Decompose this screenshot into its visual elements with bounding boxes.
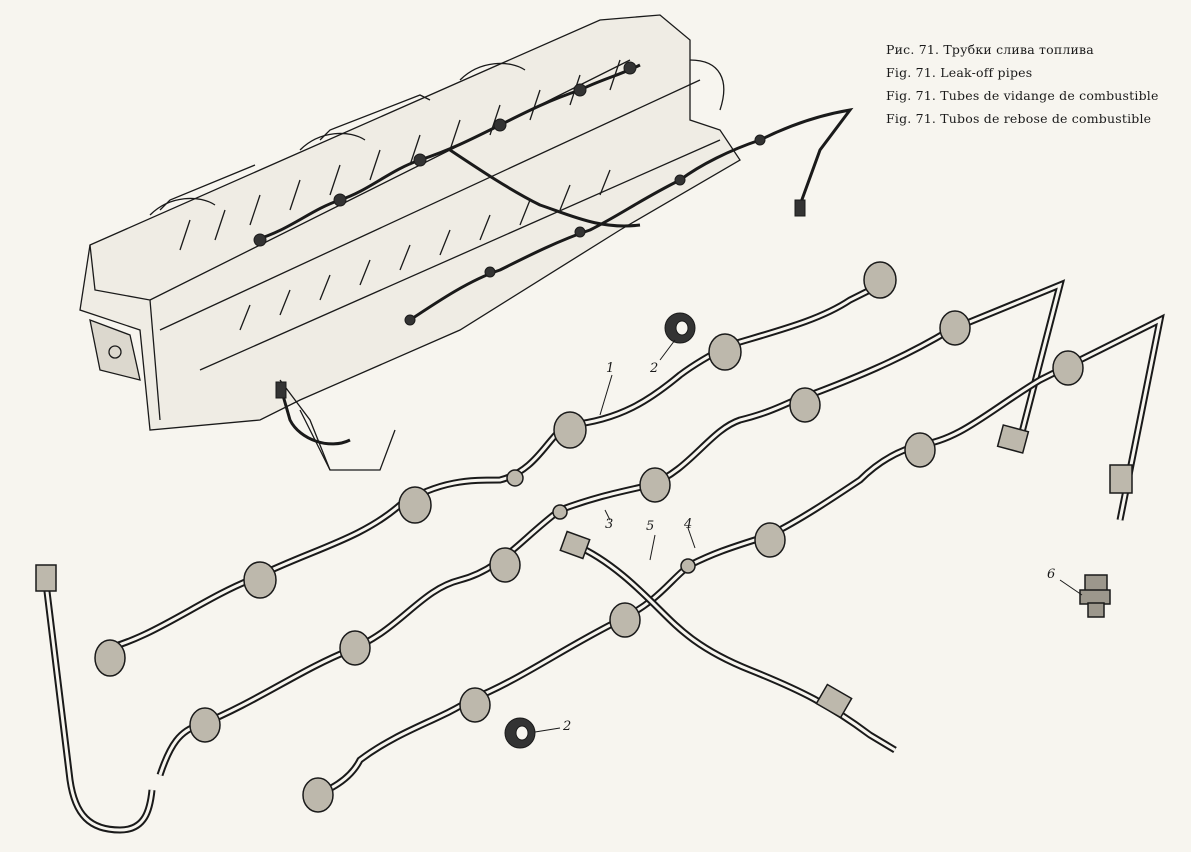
pipe-4 — [302, 313, 1165, 813]
callout-4: 4 — [683, 517, 692, 532]
pipe-3 — [156, 279, 1066, 777]
callout-5: 5 — [646, 519, 654, 534]
caption-es: Fig. 71. Tubos de rebose de combustible — [886, 111, 1152, 126]
installed-fittings — [253, 61, 806, 399]
engine-block — [79, 14, 741, 471]
callout-1: 1 — [606, 361, 614, 376]
pipe-5 — [559, 530, 897, 754]
caption-en: Fig. 71. Leak-off pipes — [886, 65, 1033, 80]
drain-pipe — [35, 564, 156, 834]
caption-fr: Fig. 71. Tubes de vidange de combustible — [886, 88, 1159, 103]
callout-3: 3 — [605, 517, 613, 532]
union-fitting — [1079, 574, 1111, 618]
leader-lines — [534, 339, 1083, 733]
seal-ring-upper — [664, 312, 696, 344]
figure-caption: Рис. 71. Трубки слива топлива Fig. 71. L… — [886, 38, 1159, 130]
pipe-1 — [94, 261, 897, 677]
callout-2-lower: 2 — [562, 719, 571, 734]
callout-labels: 1 2 3 4 5 2 6 — [562, 361, 1055, 734]
caption-ru: Рис. 71. Трубки слива топлива — [886, 42, 1094, 57]
callout-2-upper: 2 — [649, 361, 658, 376]
callout-6: 6 — [1047, 567, 1055, 582]
seal-ring-lower — [504, 717, 536, 749]
